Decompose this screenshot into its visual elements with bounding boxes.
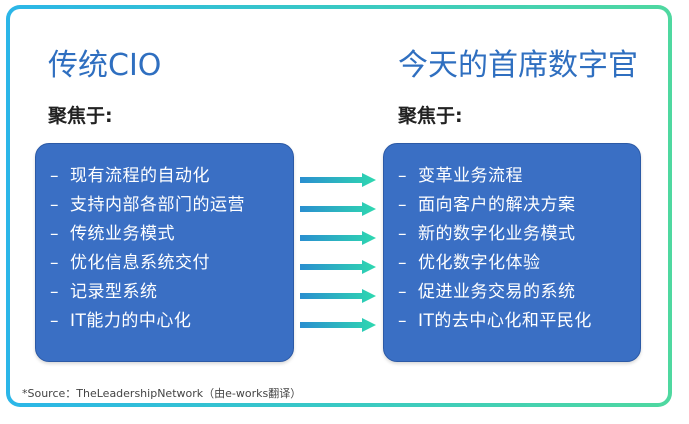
traditional-cio-panel: –现有流程的自动化 –支持内部各部门的运营 –传统业务模式 –优化信息系统交付 … (35, 143, 294, 362)
bullet-dash: – (398, 282, 407, 302)
list-item: –记录型系统 (50, 278, 293, 307)
bullet-dash: – (398, 224, 407, 244)
right-arrow-icon (300, 173, 376, 187)
bullet-dash: – (398, 311, 407, 331)
list-item: –IT能力的中心化 (50, 307, 293, 336)
bullet-dash: – (50, 282, 59, 302)
list-item-label: 支持内部各部门的运营 (70, 195, 245, 215)
list-item: –新的数字化业务模式 (398, 220, 640, 249)
right-focus-label: 聚焦于: (398, 105, 463, 127)
bullet-dash: – (398, 253, 407, 273)
list-item: –现有流程的自动化 (50, 162, 293, 191)
list-item: –支持内部各部门的运营 (50, 191, 293, 220)
list-item-label: 现有流程的自动化 (70, 166, 210, 186)
bullet-dash: – (50, 166, 59, 186)
list-item-label: 优化数字化体验 (418, 253, 541, 273)
right-arrow-icon (300, 289, 376, 303)
list-item-label: IT的去中心化和平民化 (418, 311, 592, 331)
chief-digital-officer-panel: –变革业务流程 –面向客户的解决方案 –新的数字化业务模式 –优化数字化体验 –… (383, 143, 641, 362)
bullet-dash: – (50, 311, 59, 331)
list-item-label: 变革业务流程 (418, 166, 523, 186)
list-item-label: 记录型系统 (70, 282, 158, 302)
list-item: –面向客户的解决方案 (398, 191, 640, 220)
right-arrow-icon (300, 202, 376, 216)
chief-digital-officer-title: 今天的首席数字官 (398, 48, 638, 83)
left-focus-label: 聚焦于: (48, 105, 113, 127)
bullet-dash: – (398, 166, 407, 186)
list-item: –传统业务模式 (50, 220, 293, 249)
list-item-label: 面向客户的解决方案 (418, 195, 576, 215)
list-item: –优化信息系统交付 (50, 249, 293, 278)
traditional-cio-title: 传统CIO (48, 48, 162, 83)
right-arrow-icon (300, 260, 376, 274)
chief-digital-officer-list: –变革业务流程 –面向客户的解决方案 –新的数字化业务模式 –优化数字化体验 –… (398, 162, 640, 336)
list-item-label: IT能力的中心化 (70, 311, 192, 331)
list-item: –变革业务流程 (398, 162, 640, 191)
bullet-dash: – (50, 253, 59, 273)
bullet-dash: – (50, 195, 59, 215)
bullet-dash: – (398, 195, 407, 215)
list-item-label: 新的数字化业务模式 (418, 224, 576, 244)
bullet-dash: – (50, 224, 59, 244)
list-item-label: 促进业务交易的系统 (418, 282, 576, 302)
right-arrow-icon (300, 318, 376, 332)
list-item-label: 优化信息系统交付 (70, 253, 210, 273)
list-item-label: 传统业务模式 (70, 224, 175, 244)
right-arrow-icon (300, 231, 376, 245)
traditional-cio-list: –现有流程的自动化 –支持内部各部门的运营 –传统业务模式 –优化信息系统交付 … (50, 162, 293, 336)
list-item: –优化数字化体验 (398, 249, 640, 278)
list-item: –IT的去中心化和平民化 (398, 307, 640, 336)
list-item: –促进业务交易的系统 (398, 278, 640, 307)
source-note: *Source：TheLeadershipNetwork（由e-works翻译） (22, 387, 302, 400)
